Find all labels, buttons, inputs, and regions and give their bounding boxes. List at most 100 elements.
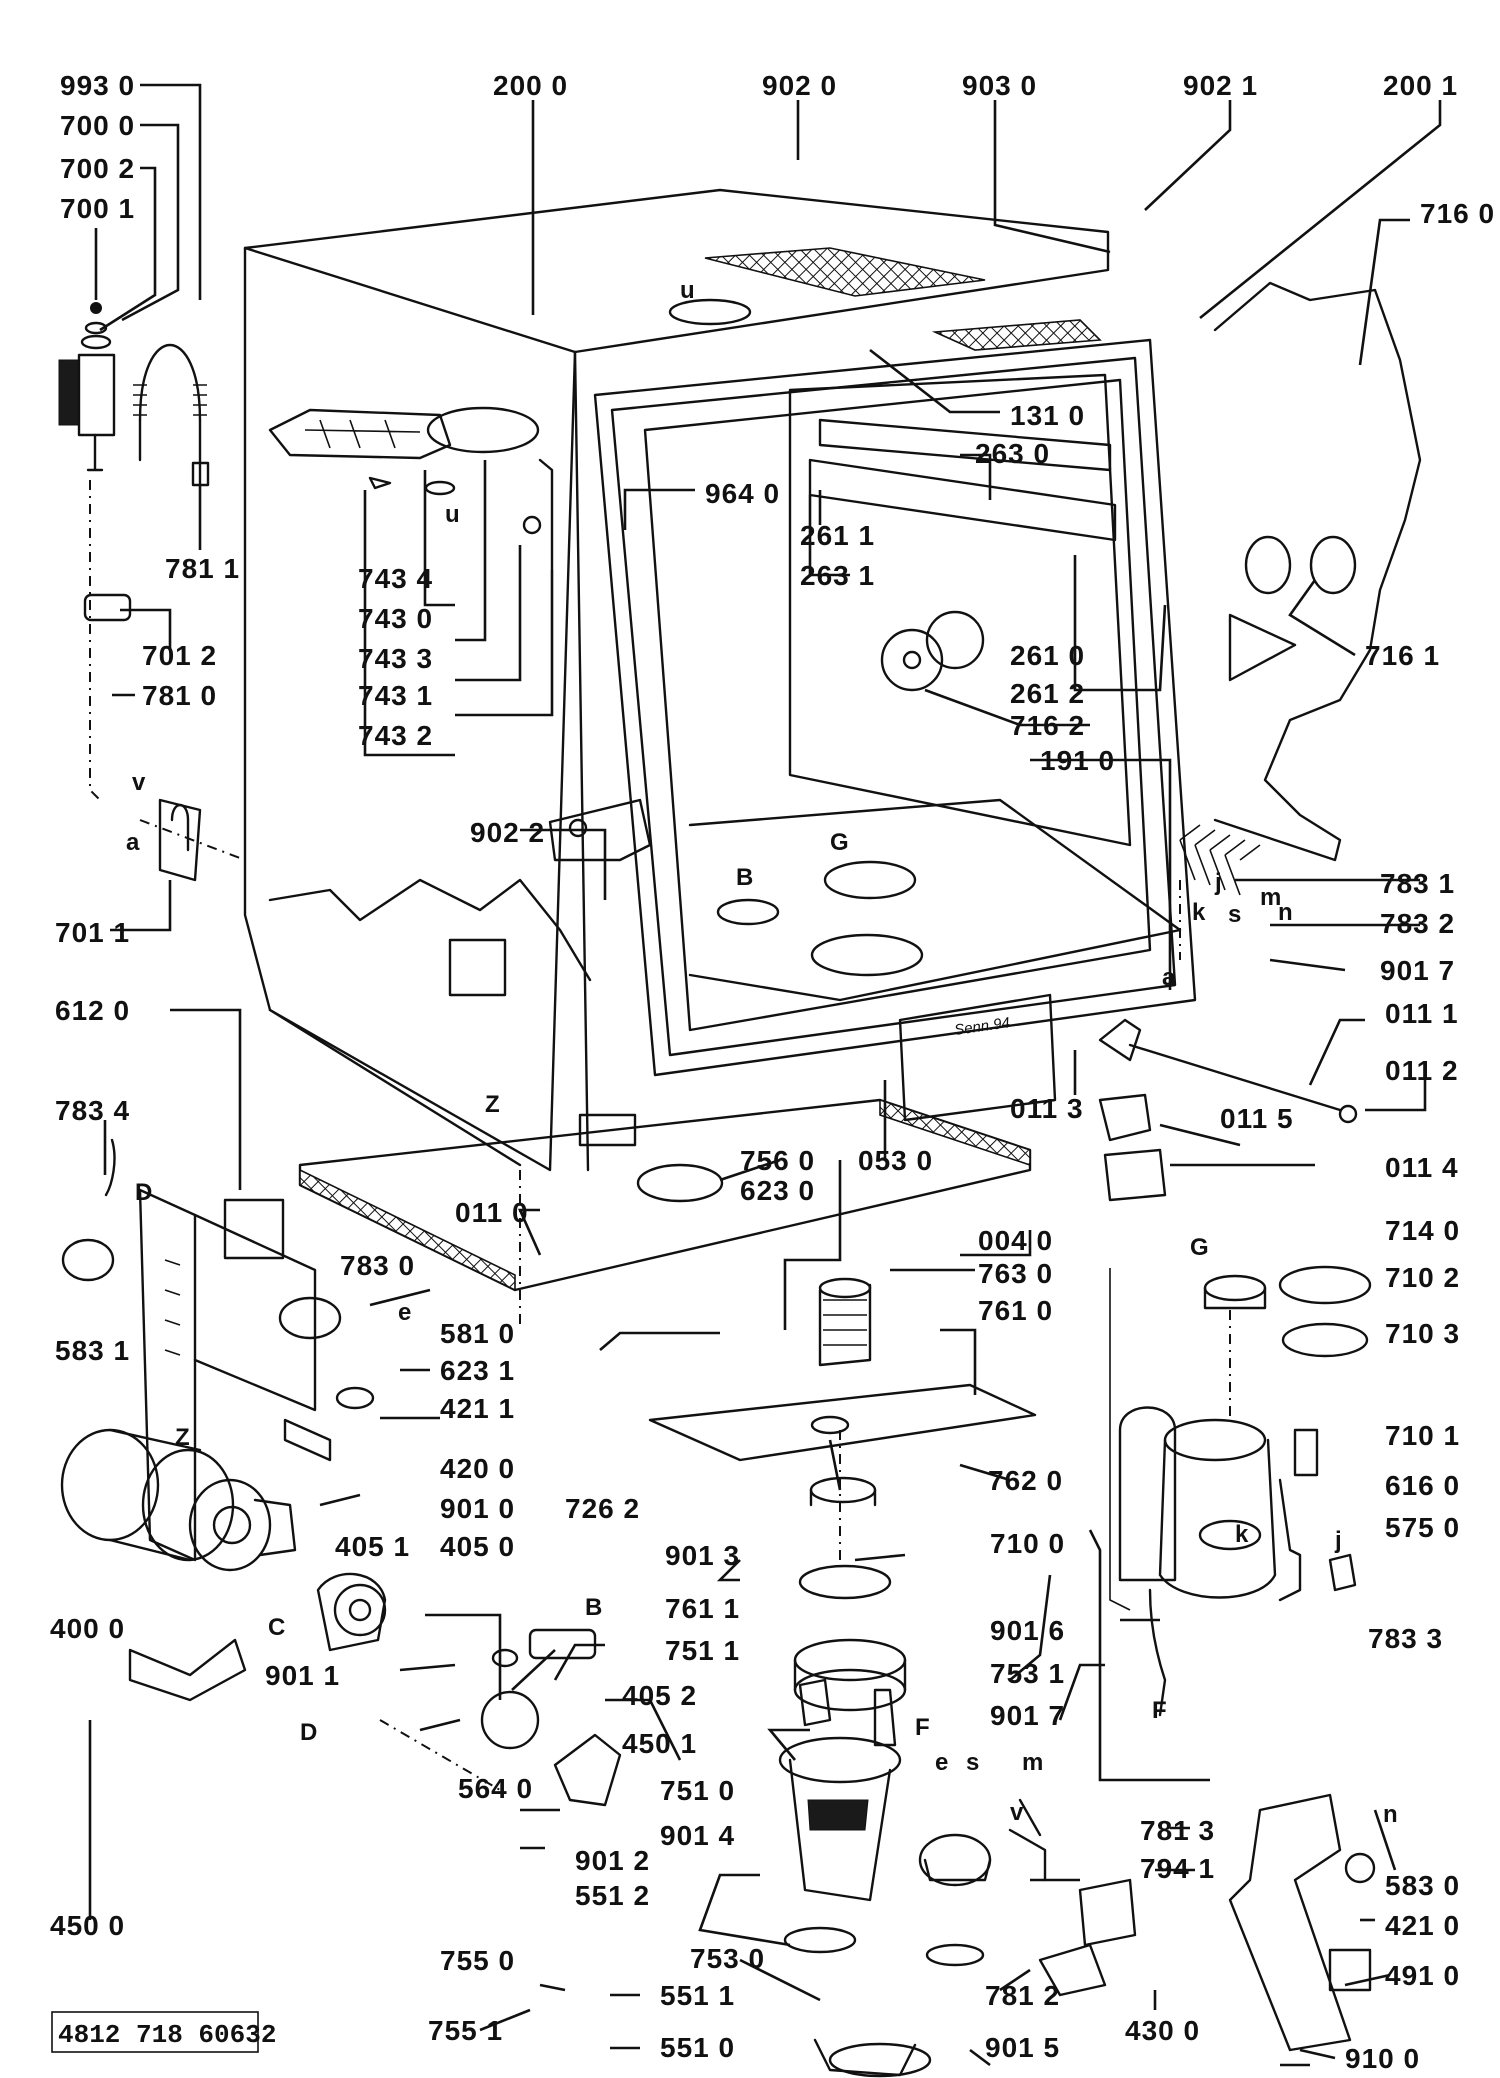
callout-label: 400 0 [50,1613,125,1644]
left-hose-assembly-drawing [58,302,210,882]
callout-label: 551 2 [575,1880,650,1911]
callout-label: 726 2 [565,1493,640,1524]
callout-label: 623 0 [740,1175,815,1206]
callout-label: 783 4 [55,1095,130,1126]
callout-label: 964 0 [705,478,780,509]
callout-label: 612 0 [55,995,130,1026]
right-side-panel-drawing [1179,281,1422,896]
callout-label: 261 2 [1010,678,1085,709]
callout-label: 781 3 [1140,1815,1215,1846]
callout-label: 450 1 [622,1728,697,1759]
callout-label: 743 1 [358,680,433,711]
reference-number-box: 4812 718 60632 [51,2011,276,2053]
connection-letter: m [1022,1749,1043,1776]
callout-label: 761 0 [978,1295,1053,1326]
callout-label: 581 0 [440,1318,515,1349]
connection-letter: B [585,1594,602,1621]
callout-label: 011 3 [1010,1093,1084,1124]
connection-letter: a [1162,964,1176,991]
connection-letter: j [1334,1527,1342,1554]
callout-label: 616 0 [1385,1470,1460,1501]
callout-label: 781 1 [165,553,240,584]
connection-letter: C [268,1614,285,1641]
callout-label: 901 4 [660,1820,735,1851]
callout-label: 743 2 [358,720,433,751]
callout-label: 901 0 [440,1493,515,1524]
callout-label: 200 1 [1383,70,1458,101]
callout-label: 011 1 [1385,998,1459,1029]
callout-label: 714 0 [1385,1215,1460,1246]
callout-label: 901 3 [665,1540,740,1571]
connection-letter: G [1190,1234,1209,1261]
callout-label: 901 6 [990,1615,1065,1646]
cabinet-tub-drawing: Senn.94 [243,188,1197,1292]
connection-letter: F [1152,1697,1167,1724]
callout-label: 551 0 [660,2032,735,2063]
callout-label: 450 0 [50,1910,125,1941]
callout-label: 783 1 [1380,868,1455,899]
callout-label: 910 0 [1345,2043,1420,2074]
left-lower-components-drawing [60,1138,622,1807]
callout-label: 781 2 [985,1980,1060,2011]
connection-letter: j [1214,869,1222,896]
callout-label: 200 0 [493,70,568,101]
leader-lines [88,83,1442,2067]
callout-label: 902 2 [470,817,545,848]
callout-label: 011 5 [1220,1103,1294,1134]
connection-letter: a [126,829,140,856]
callout-label: 583 0 [1385,1870,1460,1901]
callout-label: 491 0 [1385,1960,1460,1991]
connection-letter: u [680,277,695,304]
callout-label: 405 0 [440,1531,515,1562]
callout-label: 710 3 [1385,1318,1460,1349]
manufacturer-stamp: Senn.94 [953,1014,1011,1039]
callout-label: 716 2 [1010,710,1085,741]
callout-label: 903 0 [962,70,1037,101]
connection-letter: D [300,1719,317,1746]
callout-label: 794 1 [1140,1853,1215,1884]
callout-label: 783 3 [1368,1623,1443,1654]
connection-letter: n [1278,899,1293,926]
callout-label: 700 1 [60,193,135,224]
connection-letter: F [915,1714,930,1741]
callout-label: 575 0 [1385,1512,1460,1543]
connection-letter: D [135,1179,152,1206]
callout-label: 701 1 [55,917,130,948]
callout-label: 700 0 [60,110,135,141]
connection-letter: n [1383,1801,1398,1828]
callout-label: 420 0 [440,1453,515,1484]
callout-label: 191 0 [1040,745,1115,776]
callout-label: 263 1 [800,560,875,591]
callout-label: 783 0 [340,1250,415,1281]
callout-label: 901 5 [985,2032,1060,2063]
water-softener-drawing [1109,1265,1372,1717]
callout-label: 430 0 [1125,2015,1200,2046]
callout-label: 716 1 [1365,640,1440,671]
left-cover-drawing [268,406,652,862]
callout-label: 564 0 [458,1773,533,1804]
callout-label: 421 1 [440,1393,515,1424]
callout-label: 405 1 [335,1531,410,1562]
callout-label: 011 0 [455,1197,529,1228]
callout-label: 755 0 [440,1945,515,1976]
callout-label: 261 0 [1010,640,1085,671]
callout-label: 901 1 [265,1660,340,1691]
callout-label: 756 0 [740,1145,815,1176]
callout-label: 761 1 [665,1593,740,1624]
connection-letter: u [445,501,460,528]
callout-label: 700 2 [60,153,135,184]
callout-label: 743 4 [358,563,433,594]
callout-label: 405 2 [622,1680,697,1711]
connection-letter: k [1235,1521,1249,1548]
callout-label: 011 4 [1385,1152,1459,1183]
callout-label: 751 0 [660,1775,735,1806]
callout-label: 011 2 [1385,1055,1459,1086]
callout-label: 261 1 [800,520,875,551]
callout-label: 901 7 [990,1700,1065,1731]
callout-label: 551 1 [660,1980,735,2011]
callout-label: 743 0 [358,603,433,634]
callout-label: 753 0 [690,1943,765,1974]
callout-label: 716 0 [1420,198,1495,229]
callout-label: 901 2 [575,1845,650,1876]
